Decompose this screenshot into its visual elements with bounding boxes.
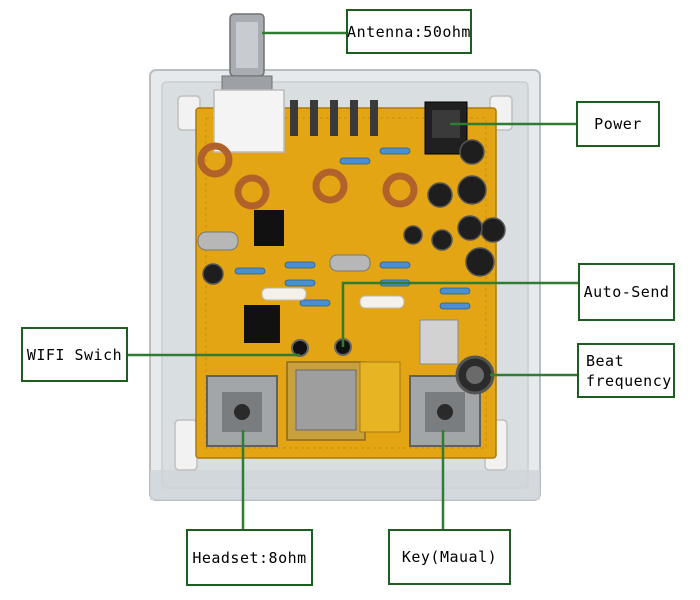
beat-label-line2: frequency: [586, 371, 672, 390]
beat-frequency-knob: [419, 319, 495, 395]
header-pins: [290, 100, 378, 136]
toroid-coils: [197, 142, 418, 210]
capacitors: [202, 139, 506, 285]
auto-send-callout: Auto-Send: [578, 263, 675, 321]
headset-callout: Headset:8ohm: [186, 529, 313, 586]
power-callout: Power: [576, 101, 660, 147]
headset-label: Headset:8ohm: [192, 548, 307, 567]
power-label: Power: [594, 115, 642, 133]
wifi-switch-callout: WIFI Swich: [21, 327, 128, 382]
auto-send-label: Auto-Send: [583, 283, 670, 301]
key-label: Key(Maual): [401, 548, 498, 566]
power-jack: [424, 101, 468, 155]
antenna-label: Antenna:50ohm: [347, 22, 471, 41]
key-callout: Key(Maual): [388, 529, 511, 585]
wifi-switch-label: WIFI Swich: [26, 345, 123, 364]
beat-label-line1: Beat: [586, 351, 625, 370]
ic-chips: [197, 210, 371, 343]
leader-lines: [128, 31, 578, 529]
power-resistors: [261, 287, 405, 309]
beat-frequency-callout: Beat frequency: [577, 343, 675, 398]
resistors: [234, 147, 471, 310]
antenna-callout: Antenna:50ohm: [346, 9, 472, 54]
bnc-antenna-connector: [213, 13, 285, 153]
esp-wifi-module: [286, 361, 401, 441]
